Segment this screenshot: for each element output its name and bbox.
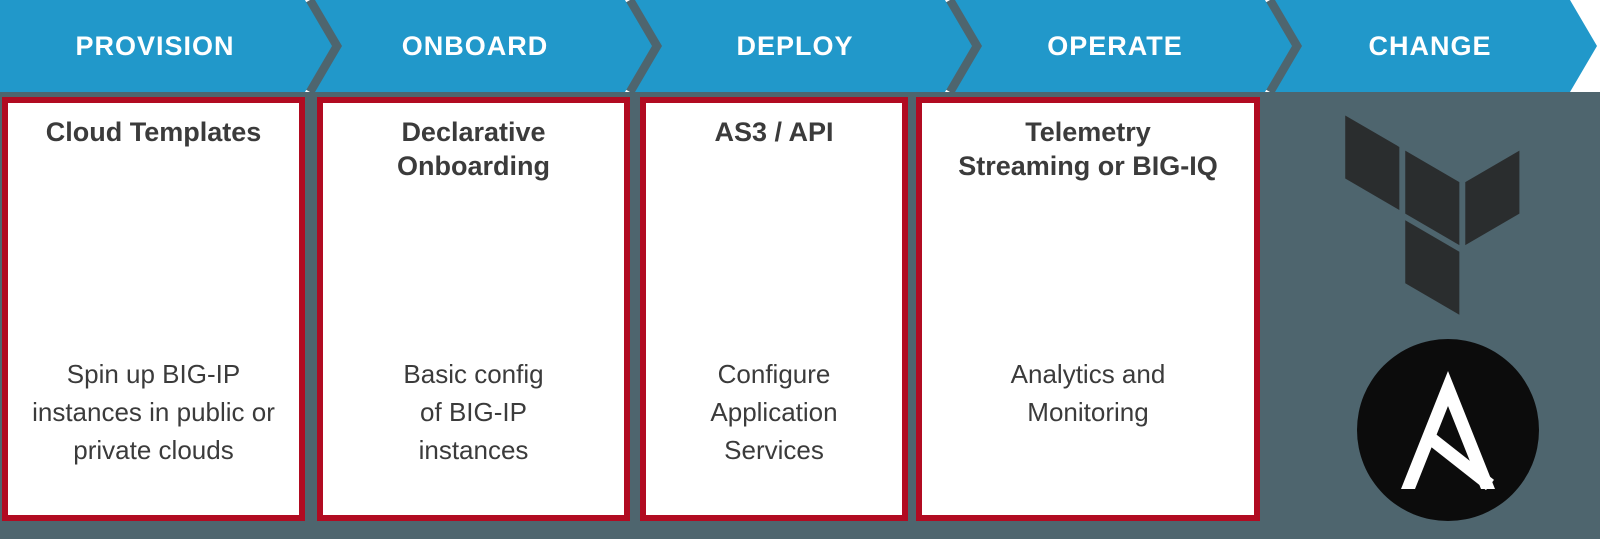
terraform-piece-left <box>1345 115 1400 210</box>
card-title: Telemetry Streaming or BIG-IQ <box>958 117 1218 181</box>
chevron-arrow-operate <box>955 0 1292 92</box>
card-deploy: AS3 / API Configure Application Services <box>640 97 908 521</box>
chevron-separator-4 <box>1265 0 1304 92</box>
ansible-circle <box>1357 339 1539 521</box>
chevron-arrow-deploy <box>635 0 972 92</box>
step-provision: PROVISION <box>75 31 235 61</box>
terraform-logo <box>1345 115 1520 315</box>
chevron-separator-3 <box>945 0 984 92</box>
card-body: Analytics and Monitoring <box>1010 359 1166 427</box>
ansible-a-legs <box>1401 371 1495 489</box>
card-onboard: Declarative Onboarding Basic config of B… <box>317 97 630 521</box>
terraform-piece-right <box>1465 150 1520 246</box>
step-change: CHANGE <box>1368 31 1492 61</box>
chevron-band: PROVISION ONBOARD DEPLOY OPERATE CHANGE <box>0 0 1600 92</box>
ansible-logo <box>1357 339 1539 521</box>
chevron-separator-1 <box>305 0 344 92</box>
ansible-a-crossbar <box>1424 431 1495 491</box>
step-operate: OPERATE <box>1047 31 1183 61</box>
card-title: Declarative Onboarding <box>397 117 550 181</box>
step-deploy: DEPLOY <box>736 31 854 61</box>
step-onboard: ONBOARD <box>401 31 549 61</box>
chevron-separator-2 <box>625 0 664 92</box>
chevron-arrow-change <box>1275 0 1597 92</box>
card-body: Spin up BIG-IP instances in public or pr… <box>32 359 275 465</box>
card-operate: Telemetry Streaming or BIG-IQ Analytics … <box>916 97 1260 521</box>
chevron-arrow-onboard <box>315 0 652 92</box>
chevron-arrow-provision <box>0 0 332 92</box>
card-body: Basic config of BIG-IP instances <box>403 359 544 465</box>
card-title: Cloud Templates <box>45 117 262 147</box>
terraform-piece-bottom <box>1405 220 1460 315</box>
card-body: Configure Application Services <box>710 359 838 465</box>
card-title: AS3 / API <box>714 117 834 147</box>
chevron-band-graphic <box>0 0 1597 92</box>
card-provision: Cloud Templates Spin up BIG-IP instances… <box>2 97 305 521</box>
